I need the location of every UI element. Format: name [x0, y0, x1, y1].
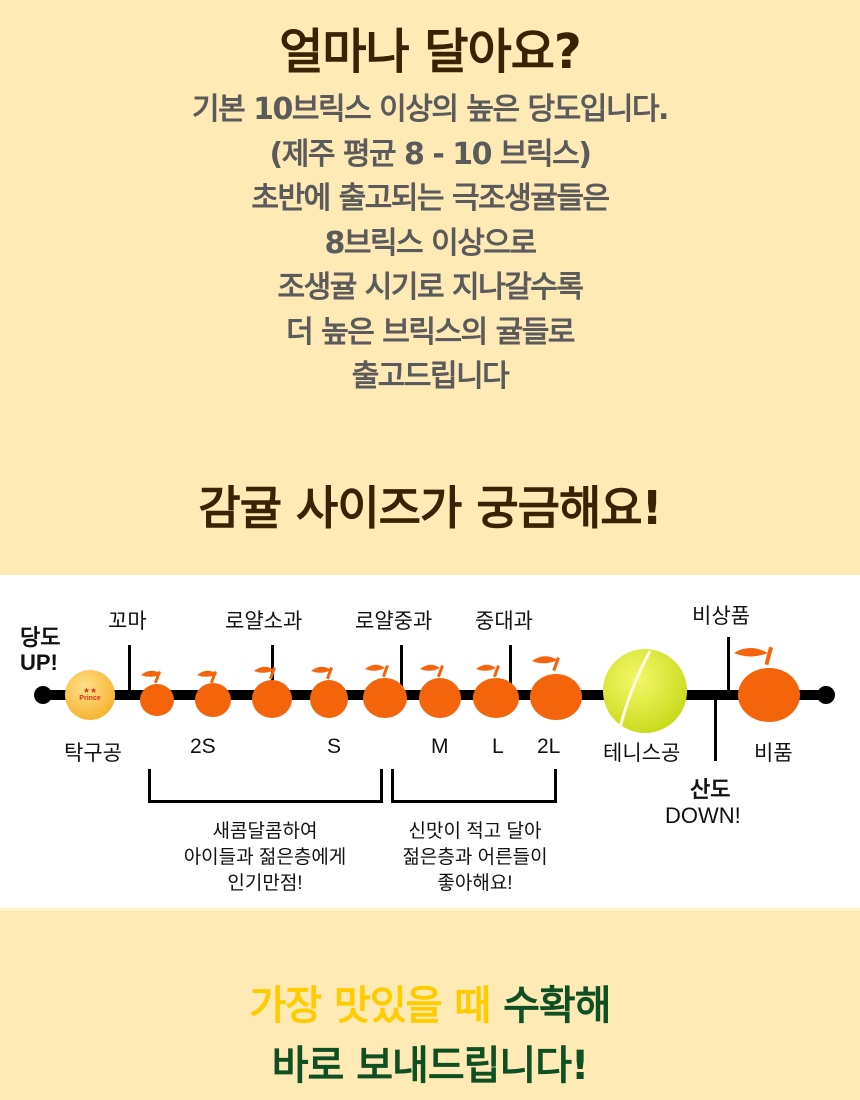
axis-start-dot: [34, 686, 52, 704]
tangerine-icon: [195, 670, 231, 717]
sweetness-title: 얼마나 달아요?: [279, 24, 582, 80]
desc-line: (제주 평균 8 - 10 브릭스): [269, 136, 592, 172]
note-line: 젊은층과 어른들이: [402, 847, 548, 868]
bracket-small-sizes: [148, 769, 383, 803]
acidity-down-label-2: DOWN!: [665, 803, 741, 828]
tangerine-icon: [140, 670, 174, 716]
category-royal-mid: 로얄중과: [355, 610, 433, 633]
sweetness-section: 얼마나 달아요? 기본 10브릭스 이상의 높은 당도입니다. (제주 평균 8…: [0, 24, 860, 535]
size-l: L: [492, 735, 504, 758]
slogan-section: 가장 맛있을 때 수확해 바로 보내드립니다!: [0, 908, 860, 1100]
reference-tennis: 테니스공: [603, 742, 681, 765]
tangerine-icon: [419, 664, 461, 718]
tangerine-icon: [473, 664, 519, 718]
category-mid-large: 중대과: [475, 610, 533, 633]
size-s: S: [327, 735, 342, 758]
size-title: 감귤 사이즈가 궁금해요!: [198, 481, 662, 535]
tangerine-icon: [530, 656, 582, 720]
note-line: 새콤달콤하여: [212, 821, 318, 842]
desc-line: 기본 10브릭스 이상의 높은 당도입니다.: [192, 92, 669, 127]
tennis-ball-icon: [603, 649, 687, 733]
tick-royal-mid: [400, 645, 403, 695]
note-line: 신맛이 적고 달아: [408, 821, 542, 842]
slogan-line-2: 바로 보내드립니다!: [271, 1043, 590, 1089]
svg-text:★★: ★★: [83, 686, 97, 695]
tangerine-icon: [252, 666, 292, 718]
desc-line: 더 높은 브릭스의 귤들로: [286, 314, 575, 350]
tangerine-nonstandard-icon: [734, 646, 800, 722]
note-line: 인기만점!: [227, 873, 303, 894]
slogan-harvest: 수확해: [503, 983, 611, 1029]
reject-label: 비품: [754, 742, 793, 765]
tick-kkoma: [128, 645, 131, 695]
size-2l: 2L: [537, 735, 561, 758]
bracket-mid-sizes: [391, 769, 557, 803]
size-chart: 당도 UP! 꼬마 로얄소과 로얄중과 중대과 비상품 ★★ Prince: [0, 575, 860, 908]
tick-mid-large: [509, 645, 512, 695]
tangerine-icon: [310, 666, 348, 718]
slogan-highlight: 가장 맛있을 때: [249, 983, 492, 1029]
reference-pingpong: 탁구공: [64, 742, 122, 765]
desc-line: 8브릭스 이상으로: [324, 225, 537, 261]
axis-end-dot: [817, 686, 835, 704]
note-mid-sizes: 신맛이 적고 달아 젊은층과 어른들이 좋아해요!: [380, 819, 570, 897]
sweetness-description: 기본 10브릭스 이상의 높은 당도입니다. (제주 평균 8 - 10 브릭스…: [0, 88, 860, 400]
tangerine-icon: [363, 664, 407, 718]
desc-line: 초반에 출고되는 극조생귤들은: [251, 181, 610, 216]
pingpong-ball-icon: ★★ Prince: [65, 670, 115, 720]
note-line: 아이들과 젊은층에게: [183, 847, 347, 868]
category-royal-small: 로얄소과: [225, 610, 303, 633]
desc-line: 조생귤 시기로 지나갈수록: [277, 270, 585, 305]
size-m: M: [431, 735, 449, 758]
sweetness-up-label-2: UP!: [20, 650, 58, 675]
slogan-line-1: 가장 맛있을 때 수확해: [0, 973, 860, 1031]
tick-acidity: [714, 695, 717, 761]
category-nonstandard: 비상품: [692, 605, 750, 628]
size-2s: 2S: [190, 735, 216, 758]
note-line: 좋아해요!: [437, 873, 513, 894]
acidity-down-label-1: 산도: [690, 777, 731, 802]
tick-nonstandard: [727, 637, 730, 695]
svg-text:Prince: Prince: [79, 695, 101, 702]
category-kkoma: 꼬마: [108, 610, 147, 633]
sweetness-up-label-1: 당도: [20, 625, 61, 650]
desc-line: 출고드립니다: [351, 359, 510, 394]
note-small-sizes: 새콤달콤하여 아이들과 젊은층에게 인기만점!: [160, 819, 370, 897]
